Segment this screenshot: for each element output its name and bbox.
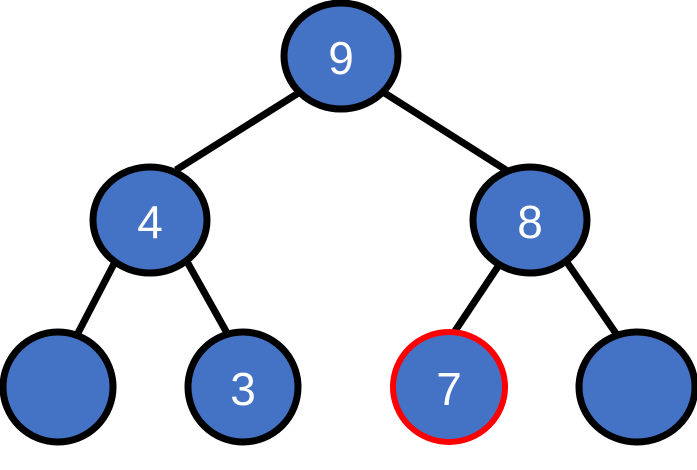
tree-edge: [74, 256, 121, 335]
tree-edge: [181, 256, 231, 335]
tree-edge: [452, 260, 504, 333]
node-label: 8: [517, 196, 543, 248]
nodes-layer: 9 4 8 3 7: [0, 0, 697, 446]
node-circle[interactable]: [0, 328, 117, 446]
node-label: 4: [137, 196, 163, 248]
tree-node[interactable]: [0, 328, 117, 446]
node-label: 3: [230, 363, 256, 415]
tree-edge: [174, 89, 302, 173]
node-label: 7: [436, 363, 462, 415]
node-label: 9: [328, 32, 354, 84]
node-circle[interactable]: [89, 163, 211, 277]
tree-node[interactable]: 8: [469, 163, 591, 277]
tree-edge: [561, 256, 620, 337]
tree-node[interactable]: 7: [390, 329, 508, 445]
edges-layer: [74, 89, 620, 337]
tree-node[interactable]: 9: [280, 0, 402, 113]
node-circle[interactable]: [280, 0, 402, 113]
node-circle[interactable]: [575, 328, 697, 446]
tree-edge: [381, 89, 508, 173]
node-circle[interactable]: [469, 163, 591, 277]
tree-node[interactable]: 3: [184, 328, 302, 446]
tree-node[interactable]: [575, 328, 697, 446]
node-circle-highlighted[interactable]: [390, 329, 508, 445]
node-circle[interactable]: [184, 328, 302, 446]
tree-node[interactable]: 4: [89, 163, 211, 277]
